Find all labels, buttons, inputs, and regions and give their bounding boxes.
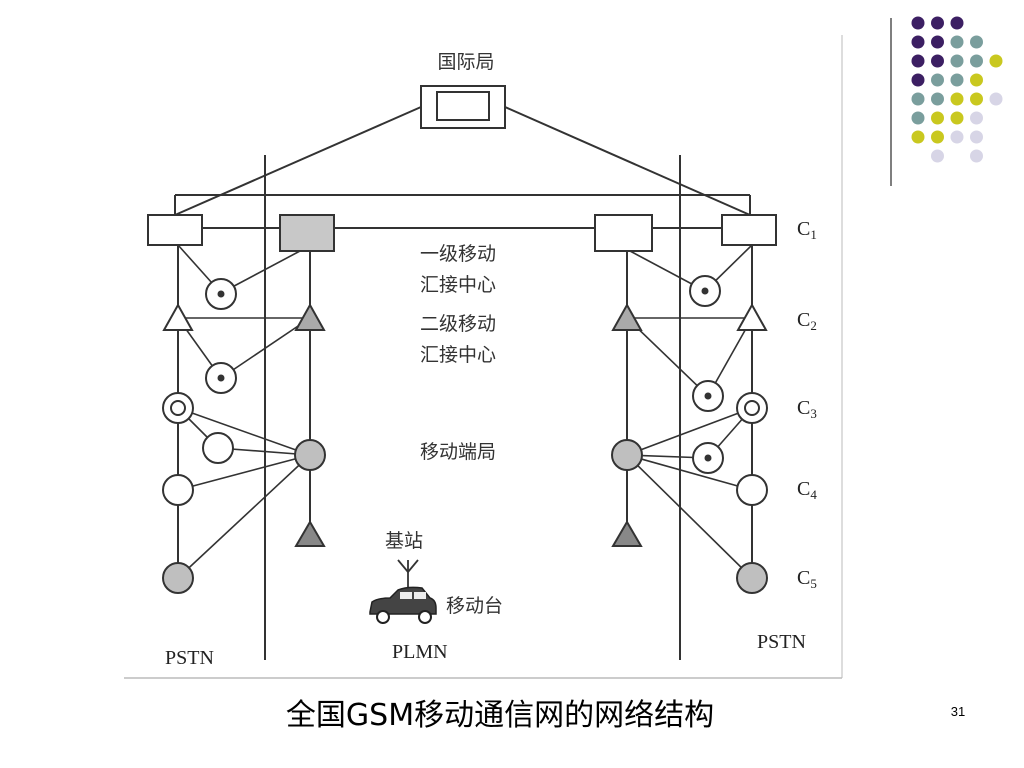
level-label-c3: C3 (797, 397, 817, 421)
tier2-msc-left-triangle (294, 302, 326, 331)
decorative-dot (931, 92, 944, 106)
car-icon (369, 586, 437, 624)
decorative-dot (970, 92, 983, 106)
decorative-dot (931, 73, 944, 87)
international-exchange-node (420, 85, 506, 129)
dot-node (692, 380, 724, 412)
decorative-dot (911, 16, 925, 30)
c5-left-node (162, 562, 194, 594)
c1-pstn-left-box (147, 214, 203, 246)
c5-right-node (736, 562, 768, 594)
decorative-dot (931, 111, 944, 125)
dot-node (692, 442, 724, 474)
network-label-pstn-right: PSTN (757, 631, 806, 653)
decorative-dot (931, 130, 944, 144)
mobile-station-label: 移动台 (446, 595, 503, 617)
tier1-msc-left-box (279, 214, 335, 252)
decorative-dot (970, 111, 983, 125)
slide-caption: 全国GSM移动通信网的网络结构 (285, 698, 715, 733)
decorative-dot (911, 73, 925, 87)
level-labels: C1 C2 C3 C4 C5 (797, 218, 817, 591)
page-number: 31 (950, 704, 966, 719)
dot-grid (911, 16, 1003, 163)
c3-right-node (736, 392, 768, 424)
base-station-label: 基站 (385, 530, 423, 552)
mobile-end-office-right-node (611, 439, 643, 471)
decorative-dot (970, 54, 983, 68)
decorative-dot (950, 16, 964, 30)
base-station-left-triangle (294, 520, 326, 547)
gsm-network-diagram: 国际局 (124, 35, 843, 679)
decorative-dot (911, 54, 925, 68)
dot-node (205, 278, 237, 310)
decorative-dot (931, 54, 944, 68)
end-office-label: 移动端局 (420, 441, 496, 463)
network-label-plmn: PLMN (392, 641, 448, 663)
tier1-label-line2: 汇接中心 (420, 274, 496, 296)
decorative-dot (950, 92, 964, 106)
decorative-dot (970, 130, 983, 144)
c1-nodes (147, 214, 777, 252)
decorative-dot (970, 35, 983, 49)
left-connections (177, 244, 311, 579)
c1-uplinks (174, 106, 751, 216)
level-label-c5: C5 (797, 567, 817, 591)
tier1-label-line1: 一级移动 (420, 243, 496, 265)
decorative-dot (911, 35, 925, 49)
decorative-dot (989, 54, 1003, 68)
decorative-dot (989, 92, 1003, 106)
international-exchange-label: 国际局 (437, 51, 494, 73)
tier1-msc-right-box (594, 214, 653, 252)
decorative-dot (950, 73, 964, 87)
level-label-c4: C4 (797, 478, 817, 502)
dot-circle-nodes (205, 275, 724, 474)
c3-left-node (162, 392, 194, 424)
network-label-pstn-left: PSTN (165, 647, 214, 669)
decorative-dot (931, 35, 944, 49)
decorative-dot (950, 130, 964, 144)
decorative-dot (931, 149, 944, 163)
dot-node (205, 362, 237, 394)
tier2-label-line1: 二级移动 (420, 313, 496, 335)
tier2-msc-right-triangle (611, 302, 643, 331)
c4-right-node (736, 474, 768, 506)
decorative-dot (950, 54, 964, 68)
decorative-dot (911, 130, 925, 144)
base-station-right-triangle (611, 520, 643, 547)
decorative-dot (950, 35, 964, 49)
c2-pstn-right-triangle (736, 302, 768, 331)
decorative-dot (911, 111, 925, 125)
decorative-dot-grid-icon (890, 16, 1003, 186)
dot-node (689, 275, 721, 307)
decorative-dot (931, 16, 944, 30)
c4-left-node (162, 474, 194, 506)
c2-pstn-left-triangle (162, 302, 194, 331)
c1-pstn-right-box (721, 214, 777, 246)
tier2-label-line2: 汇接中心 (420, 344, 496, 366)
decorative-dot (911, 92, 925, 106)
level-label-c1: C1 (797, 218, 817, 242)
level-label-c2: C2 (797, 309, 817, 333)
open-circle-node (202, 432, 234, 464)
decorative-dot (970, 149, 983, 163)
mobile-end-office-left-node (294, 439, 326, 471)
decorative-dot (970, 73, 983, 87)
decorative-dot (950, 111, 964, 125)
